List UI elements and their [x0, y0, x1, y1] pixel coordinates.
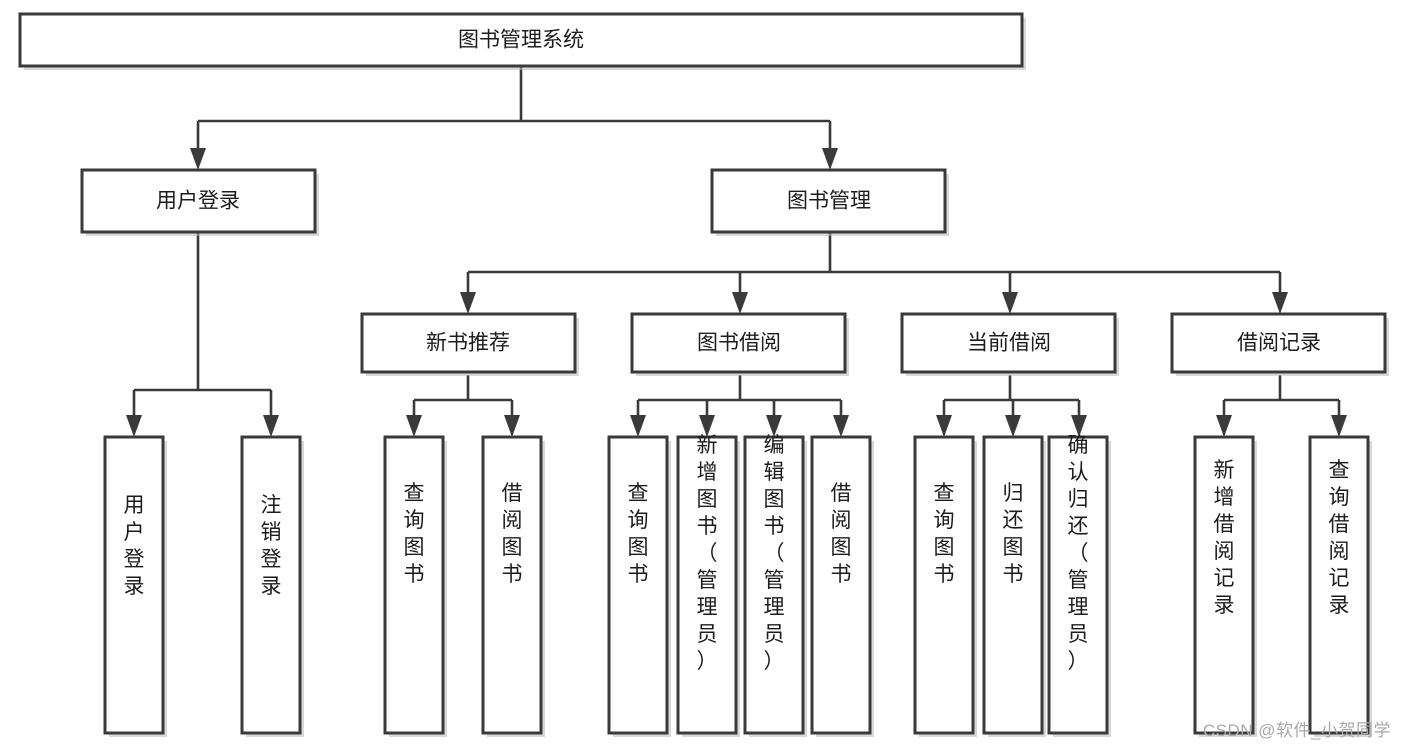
leaf-user-login-logout-label: 注销登录	[261, 494, 282, 598]
node-book-management-label: 图书管理	[787, 190, 871, 213]
leaf-borrow-borrow-book[interactable]: 借阅图书	[810, 435, 874, 737]
leaf-user-login-logout[interactable]: 注销登录	[240, 435, 304, 737]
connector-bookmgmt-to-level3	[460, 232, 1288, 314]
leaf-user-login-login[interactable]: 用户登录	[103, 435, 167, 737]
leaf-user-login-login-label: 用户登录	[124, 494, 145, 598]
leaf-current-return-book[interactable]: 归还图书	[982, 435, 1046, 737]
connector-userlogin-to-leaves	[126, 232, 279, 437]
connector-bookborrow-to-leaves	[630, 375, 849, 437]
leaf-borrow-add-book-label: 新增图书（管理员）	[697, 434, 718, 673]
node-current-borrow-label: 当前借阅	[967, 332, 1051, 355]
node-root-system-label: 图书管理系统	[458, 29, 584, 52]
node-book-borrow[interactable]: 图书借阅	[630, 312, 849, 376]
leaf-current-query-book-label: 查询图书	[934, 482, 955, 586]
leaf-record-query[interactable]: 查询借阅记录	[1308, 435, 1372, 737]
node-user-login-label: 用户登录	[156, 190, 240, 213]
leaf-new-book-borrow[interactable]: 借阅图书	[481, 435, 545, 737]
connector-root-to-level2	[190, 66, 838, 170]
connector-borrowrecord-to-leaves	[1216, 375, 1347, 437]
node-new-book-recommend[interactable]: 新书推荐	[360, 312, 579, 376]
node-new-book-recommend-label: 新书推荐	[426, 332, 510, 355]
leaf-record-add-label: 新增借阅记录	[1214, 459, 1235, 617]
leaf-new-book-query[interactable]: 查询图书	[383, 435, 447, 737]
leaf-new-book-query-label: 查询图书	[404, 482, 425, 586]
leaf-current-confirm-return-label: 确认归还（管理员）	[1068, 434, 1089, 673]
leaf-current-confirm-return[interactable]: 确认归还（管理员）	[1047, 434, 1111, 737]
leaf-record-query-label: 查询借阅记录	[1329, 459, 1350, 617]
leaf-new-book-borrow-label: 借阅图书	[502, 482, 523, 586]
node-current-borrow[interactable]: 当前借阅	[900, 312, 1119, 376]
leaf-record-add[interactable]: 新增借阅记录	[1193, 435, 1257, 737]
node-borrow-records[interactable]: 借阅记录	[1170, 312, 1389, 376]
leaf-current-return-book-label: 归还图书	[1003, 482, 1024, 586]
node-root-system[interactable]: 图书管理系统	[18, 12, 1026, 70]
leaf-borrow-borrow-book-label: 借阅图书	[831, 482, 852, 586]
node-book-management[interactable]: 图书管理	[710, 168, 949, 236]
leaf-borrow-edit-book-label: 编辑图书（管理员）	[764, 434, 785, 673]
node-user-login[interactable]: 用户登录	[80, 168, 319, 236]
leaf-borrow-add-book[interactable]: 新增图书（管理员）	[676, 434, 740, 737]
connector-currentborrow-to-leaves	[936, 375, 1087, 437]
connector-newbook-to-leaves	[406, 375, 520, 437]
leaf-borrow-query-book[interactable]: 查询图书	[607, 435, 671, 737]
leaf-borrow-query-book-label: 查询图书	[628, 482, 649, 586]
leaf-borrow-edit-book[interactable]: 编辑图书（管理员）	[743, 434, 807, 737]
node-borrow-records-label: 借阅记录	[1237, 332, 1321, 355]
node-book-borrow-label: 图书借阅	[697, 332, 781, 355]
leaf-current-query-book[interactable]: 查询图书	[913, 435, 977, 737]
connectors-layer	[126, 66, 1347, 437]
